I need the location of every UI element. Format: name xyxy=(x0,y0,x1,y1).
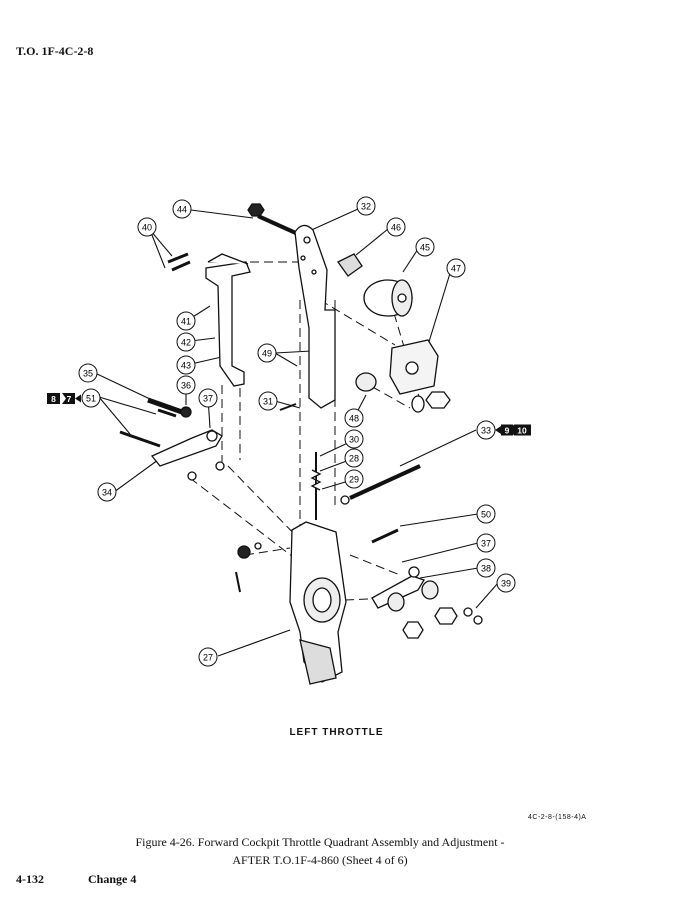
callout-51: 51 xyxy=(81,388,101,408)
callout-35: 35 xyxy=(78,363,98,383)
svg-text:30: 30 xyxy=(349,435,359,445)
callout-41: 41 xyxy=(176,311,196,331)
svg-text:47: 47 xyxy=(451,264,461,274)
svg-text:34: 34 xyxy=(102,488,112,498)
callout-40: 40 xyxy=(137,217,157,237)
svg-text:46: 46 xyxy=(391,223,401,233)
step-badge-7: 7 xyxy=(67,394,72,404)
svg-text:35: 35 xyxy=(83,369,93,379)
svg-text:27: 27 xyxy=(203,653,213,663)
callout-38: 38 xyxy=(476,558,496,578)
change-number: Change 4 xyxy=(88,872,137,886)
step-badge-8: 8 xyxy=(51,394,56,404)
step-badges-33: 9 10 xyxy=(495,424,531,436)
callout-49: 49 xyxy=(257,343,277,363)
svg-text:48: 48 xyxy=(349,414,359,424)
art-code: 4C-2-8-(158-4)A xyxy=(528,814,587,821)
svg-text:49: 49 xyxy=(262,349,272,359)
callout-47: 47 xyxy=(446,258,466,278)
svg-text:51: 51 xyxy=(86,394,96,404)
svg-text:28: 28 xyxy=(349,454,359,464)
svg-text:37: 37 xyxy=(203,394,213,404)
step-badge-9: 9 xyxy=(505,426,510,436)
callout-31: 31 xyxy=(258,391,278,411)
step-badges-51: 8 7 xyxy=(47,393,81,404)
svg-text:33: 33 xyxy=(481,426,491,436)
callout-32: 32 xyxy=(356,196,376,216)
svg-text:44: 44 xyxy=(177,205,187,215)
callout-30: 30 xyxy=(344,429,364,449)
document-id: T.O. 1F-4C-2-8 xyxy=(16,44,94,58)
svg-text:40: 40 xyxy=(142,223,152,233)
callout-50: 50 xyxy=(476,504,496,524)
figure-caption-line1: Figure 4-26. Forward Cockpit Throttle Qu… xyxy=(135,835,505,849)
svg-text:45: 45 xyxy=(420,243,430,253)
callout-48: 48 xyxy=(344,408,364,428)
page-number: 4-132 xyxy=(16,872,44,886)
figure-caption-line2: AFTER T.O.1F-4-860 (Sheet 4 of 6) xyxy=(232,853,408,867)
svg-text:43: 43 xyxy=(181,361,191,371)
parts xyxy=(119,203,483,685)
step-badge-10: 10 xyxy=(517,426,527,436)
callout-34: 34 xyxy=(97,482,117,502)
callout-46: 46 xyxy=(386,217,406,237)
section-caption: LEFT THROTTLE xyxy=(289,727,384,738)
callout-37-upper: 37 xyxy=(198,388,218,408)
callout-27: 27 xyxy=(198,647,218,667)
svg-text:32: 32 xyxy=(361,202,371,212)
svg-text:50: 50 xyxy=(481,510,491,520)
callout-28: 28 xyxy=(344,448,364,468)
callout-29: 29 xyxy=(344,469,364,489)
svg-text:36: 36 xyxy=(181,381,191,391)
svg-text:39: 39 xyxy=(501,579,511,589)
svg-text:38: 38 xyxy=(481,564,491,574)
svg-text:31: 31 xyxy=(263,397,273,407)
svg-text:29: 29 xyxy=(349,475,359,485)
svg-text:41: 41 xyxy=(181,317,191,327)
svg-text:42: 42 xyxy=(181,338,191,348)
callout-43: 43 xyxy=(176,355,196,375)
callout-33: 33 xyxy=(476,420,496,440)
callout-37-lower: 37 xyxy=(476,533,496,553)
callout-36: 36 xyxy=(176,375,196,395)
svg-text:37: 37 xyxy=(481,539,491,549)
callout-42: 42 xyxy=(176,332,196,352)
callout-44: 44 xyxy=(172,199,192,219)
callout-labels: 44 32 46 45 47 40 41 42 43 49 31 48 35 5… xyxy=(78,196,516,667)
callout-39: 39 xyxy=(496,573,516,593)
callout-45: 45 xyxy=(415,237,435,257)
